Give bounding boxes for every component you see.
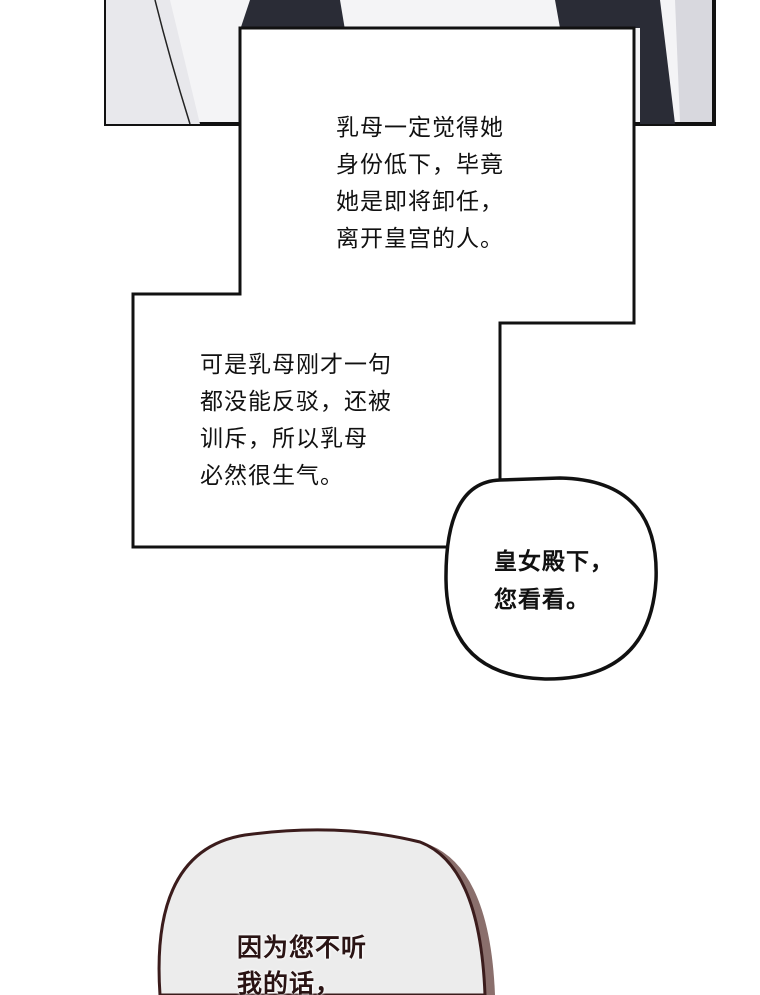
speech-bubble-1 [444, 476, 658, 681]
text-line: 都没能反驳，还被 [200, 389, 392, 415]
text-line: 必然很生气。 [200, 463, 344, 489]
speech-bubble-2 [157, 828, 495, 995]
bubble-1-text: 皇女殿下， 您看看。 [494, 543, 614, 619]
text-line: 她是即将卸任， [336, 189, 504, 215]
text-line: 因为您不听 [237, 933, 368, 962]
narration-text-1: 乳母一定觉得她 身份低下，毕竟 她是即将卸任， 离开皇宫的人。 [336, 110, 504, 258]
text-line: 离开皇宫的人。 [336, 226, 504, 252]
text-line: 身份低下，毕竟 [336, 152, 504, 178]
text-line: 训斥，所以乳母 [200, 426, 368, 452]
bubble-2-text: 因为您不听 我的话， [237, 930, 367, 995]
text-line: 我的话， [237, 969, 342, 995]
text-line: 可是乳母刚才一句 [200, 352, 392, 378]
narration-text-2: 可是乳母刚才一句 都没能反驳，还被 训斥，所以乳母 必然很生气。 [200, 347, 392, 495]
text-line: 乳母一定觉得她 [336, 115, 504, 141]
text-line: 皇女殿下， [494, 549, 614, 575]
text-line: 您看看。 [494, 587, 590, 613]
